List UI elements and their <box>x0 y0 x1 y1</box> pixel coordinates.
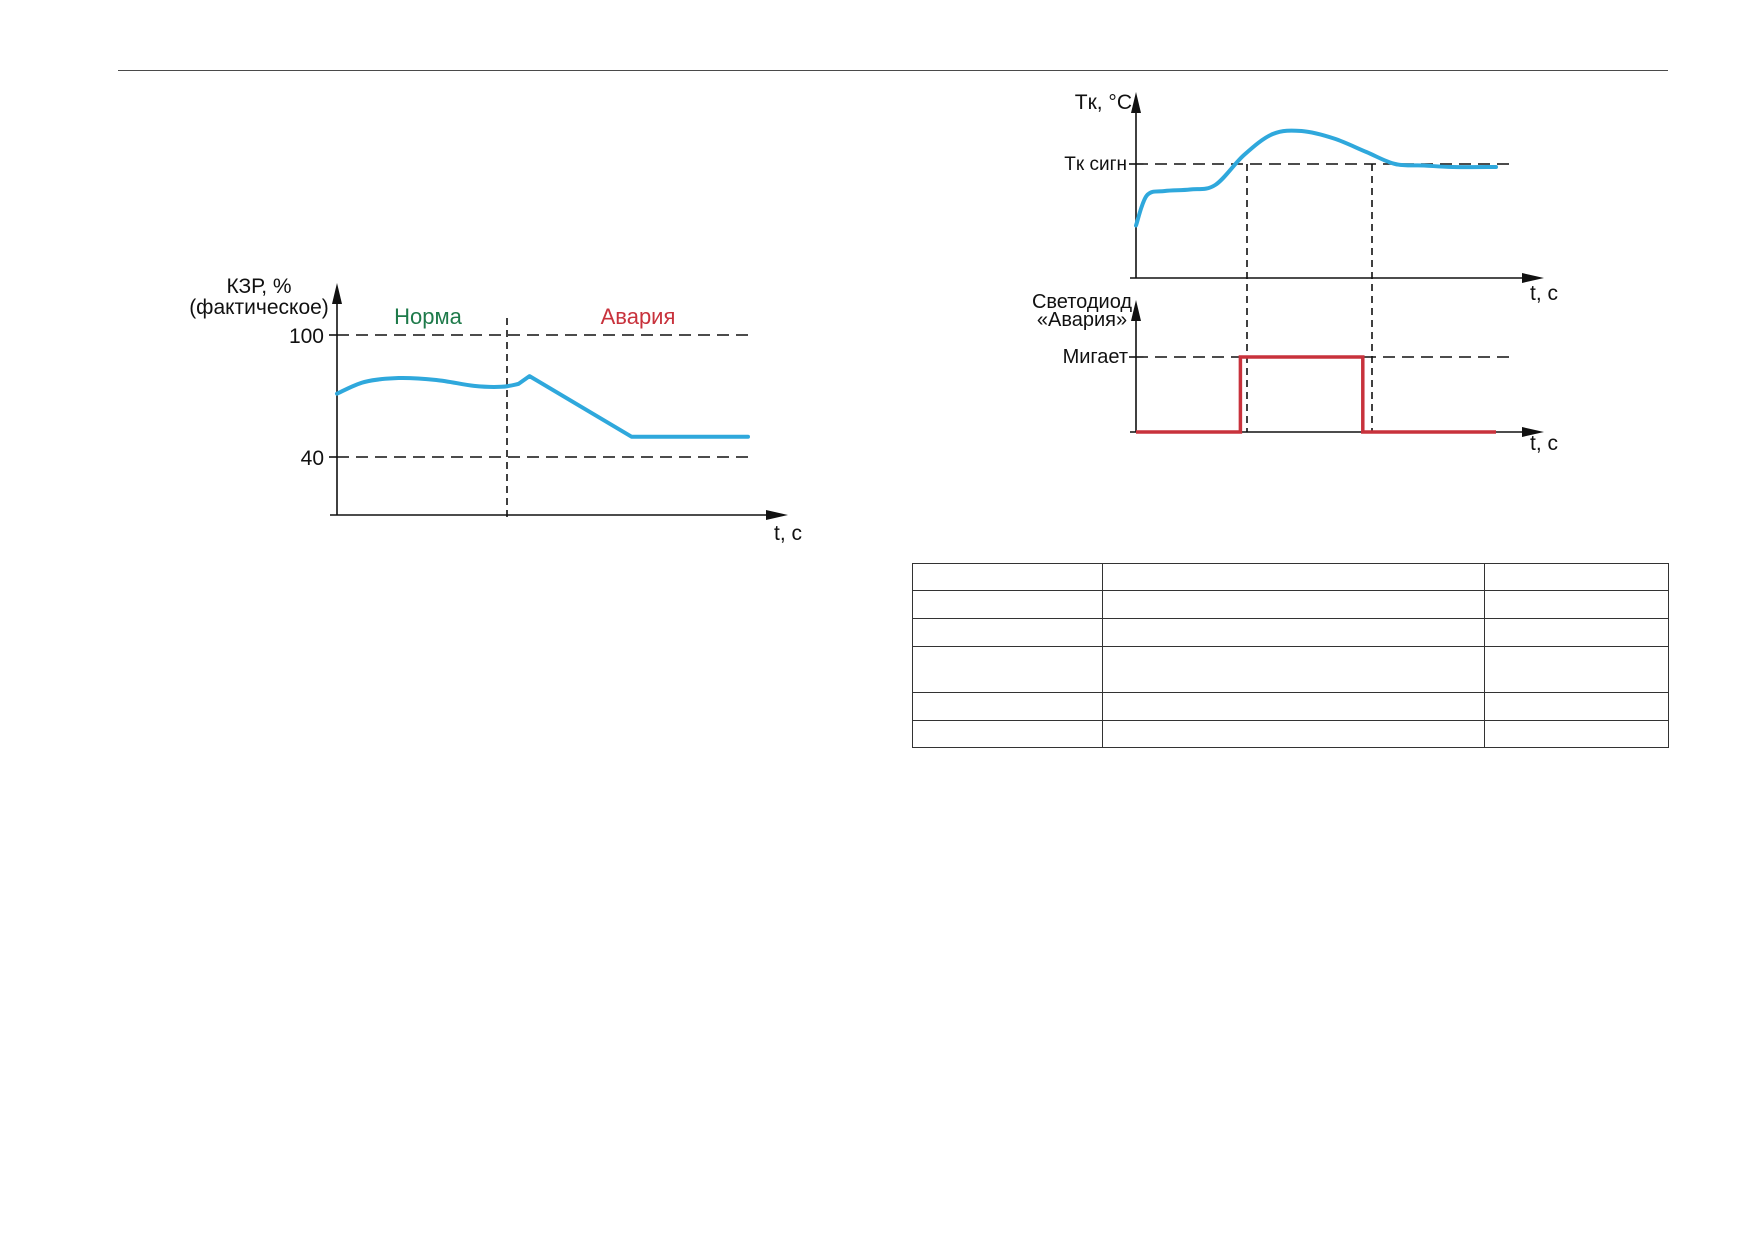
temp-x-axis-arrow <box>1522 273 1544 283</box>
kzr-zone-norm-label: Норма <box>394 304 462 329</box>
table-cell <box>1484 692 1669 721</box>
table-cell <box>912 720 1103 748</box>
led-tick-label-blink: Мигает <box>1063 346 1128 368</box>
kzr-ylabel-line2: (фактическое) <box>189 296 329 319</box>
kzr-ylabel-line1: КЗР, % <box>226 275 291 298</box>
temp-xlabel: t, c <box>1530 282 1558 305</box>
table-cell <box>1102 692 1485 721</box>
table-cell <box>1484 720 1669 748</box>
table-row <box>912 720 1669 748</box>
table-row <box>912 590 1669 619</box>
table-row <box>912 618 1669 647</box>
kzr-tick-label-100: 100 <box>289 325 324 348</box>
led-series-line <box>1136 355 1496 434</box>
led-y-axis-arrow <box>1131 300 1141 321</box>
table-cell <box>912 618 1103 647</box>
table-cell <box>1102 590 1485 619</box>
temp-y-axis-arrow <box>1131 92 1141 113</box>
led-x-axis-arrow <box>1522 427 1544 437</box>
kzr-axes <box>330 288 772 516</box>
temp-series-line <box>1134 128 1498 228</box>
kzr-xlabel: t, c <box>774 522 802 545</box>
table-cell <box>912 590 1103 619</box>
table-row <box>912 563 1669 591</box>
kzr-series-line <box>335 374 750 439</box>
table-cell <box>1484 646 1669 693</box>
temp-ylabel: Tк, °C <box>1075 91 1132 114</box>
table-cell <box>1102 646 1485 693</box>
table-cell <box>912 692 1103 721</box>
table-cell <box>1102 720 1485 748</box>
table-cell <box>1102 618 1485 647</box>
kzr-tick-label-40: 40 <box>301 447 324 470</box>
table-body <box>912 563 1669 748</box>
temp-tick-label-signal: Tк сигн <box>1064 154 1127 175</box>
table-cell <box>1484 590 1669 619</box>
kzr-x-axis-arrow <box>766 510 788 520</box>
table-cell <box>912 646 1103 693</box>
table-cell <box>1484 618 1669 647</box>
table-cell <box>912 563 1103 591</box>
led-ylabel-line2: «Авария» <box>1037 309 1127 331</box>
kzr-y-axis-arrow <box>332 283 342 304</box>
led-ylabel-line1: Светодиод <box>1032 291 1132 313</box>
table-row <box>912 692 1669 721</box>
header-rule <box>118 70 1668 71</box>
led-xlabel: t, c <box>1530 432 1558 455</box>
empty-table <box>912 563 1669 748</box>
table-cell <box>1484 563 1669 591</box>
table-cell <box>1102 563 1485 591</box>
kzr-zone-alarm-label: Авария <box>601 304 676 329</box>
table-row <box>912 646 1669 693</box>
